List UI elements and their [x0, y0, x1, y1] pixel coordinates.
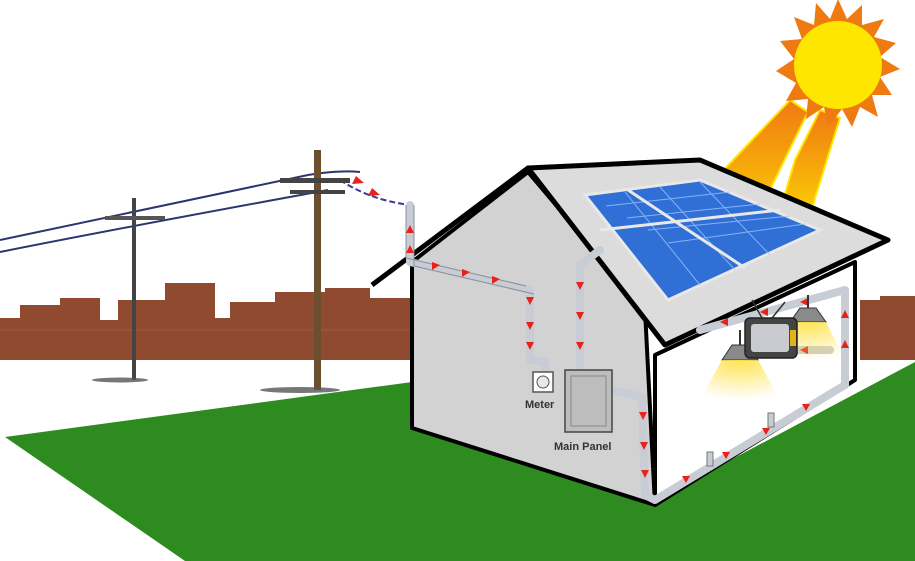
- main-panel-label: Main Panel: [554, 441, 611, 453]
- interior-outlets: [706, 412, 775, 467]
- electric-meter: [532, 371, 554, 393]
- sun-icon: [776, 0, 900, 127]
- power-lines: [0, 170, 411, 253]
- grass-lawn: [5, 362, 915, 561]
- current-flow-arrows: [352, 176, 849, 483]
- utility-pole-icon: [260, 150, 350, 393]
- city-skyline: [0, 283, 915, 360]
- meter-label: Meter: [525, 399, 555, 411]
- television-icon: [744, 299, 798, 359]
- utility-pole-icon: [92, 198, 165, 383]
- main-panel-box: [564, 369, 613, 433]
- conduit-outline: [405, 205, 535, 295]
- solar-panel-icon: [582, 178, 824, 302]
